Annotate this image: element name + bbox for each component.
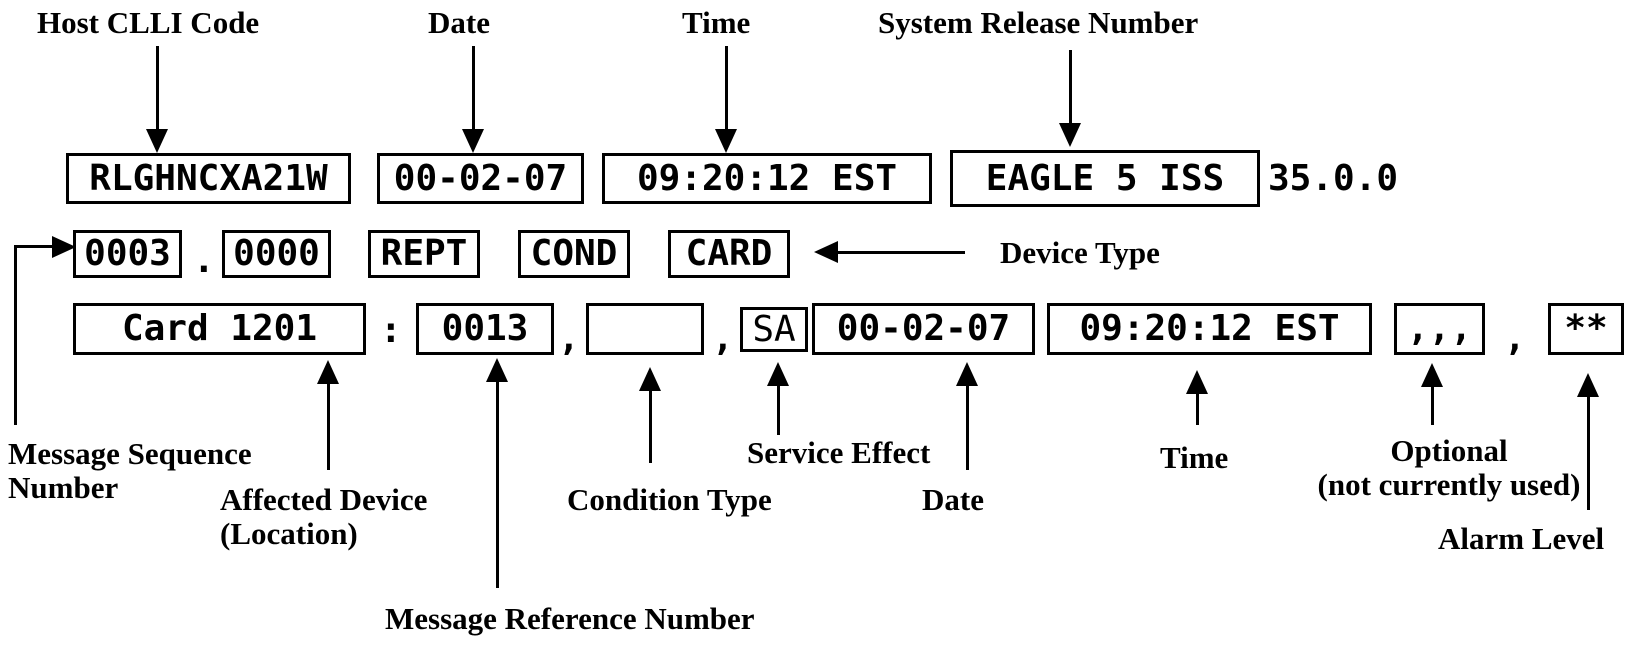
seq-major-box: 0003 (73, 230, 182, 278)
seq-minor-box: 0000 (222, 230, 331, 278)
date-bottom-label: Date (922, 482, 984, 517)
alarm-level-label: Alarm Level (1438, 521, 1605, 556)
service-effect-box: SA (740, 307, 808, 352)
cond-box: COND (518, 230, 630, 278)
msg-ref-box: 0013 (416, 303, 554, 355)
date2-box: 00-02-07 (812, 303, 1035, 355)
host-clli-label: Host CLLI Code (37, 5, 260, 40)
seq-dot: . (193, 240, 215, 281)
date-top-label: Date (428, 5, 490, 40)
system-release-label: System Release Number (878, 5, 1199, 40)
message-sequence-label: Message Sequence Number (8, 436, 252, 505)
host-clli-box: RLGHNCXA21W (66, 153, 351, 204)
service-effect-label: Service Effect (747, 435, 931, 470)
comma-sep-3: , (1504, 318, 1526, 359)
date1-box: 00-02-07 (377, 153, 584, 204)
optional-box: ,,, (1394, 303, 1485, 355)
alarm-level-box: ** (1548, 303, 1624, 355)
comma-sep-1: , (558, 318, 580, 359)
affected-device-label: Affected Device (Location) (220, 482, 428, 551)
comma-sep-2: , (712, 318, 734, 359)
colon-sep: : (380, 310, 402, 351)
rept-box: REPT (368, 230, 480, 278)
system-box: EAGLE 5 ISS (950, 150, 1260, 207)
card-box: CARD (668, 230, 790, 278)
message-reference-label: Message Reference Number (385, 601, 755, 636)
time1-box: 09:20:12 EST (602, 153, 932, 204)
device-type-label: Device Type (1000, 235, 1160, 270)
optional-label: Optional (not currently used) (1317, 433, 1581, 502)
time-top-label: Time (682, 5, 751, 40)
time-bottom-label: Time (1160, 440, 1229, 475)
affected-device-box: Card 1201 (73, 303, 366, 355)
condition-type-label: Condition Type (567, 482, 772, 517)
release-number-text: 35.0.0 (1268, 158, 1399, 199)
condition-type-box (586, 303, 704, 355)
time2-box: 09:20:12 EST (1047, 303, 1372, 355)
